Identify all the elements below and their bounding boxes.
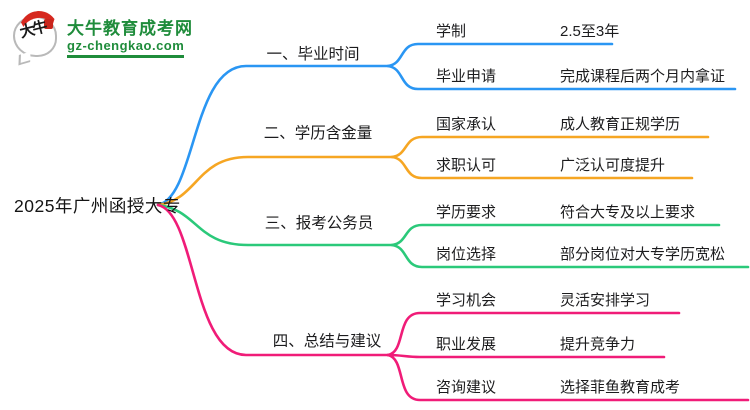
row-value: 2.5至3年 (560, 23, 620, 40)
row-label: 求职认可 (436, 157, 497, 174)
node-row-job-recognition: 求职认可 广泛认可度提升 (402, 154, 665, 175)
row-label: 岗位选择 (436, 246, 497, 263)
brand-text-block: 大牛教育成考网 gz-chengkao.com (67, 19, 193, 58)
speech-bubble-tail (18, 51, 31, 66)
row-value: 选择菲鱼教育成考 (560, 379, 681, 396)
brand-title: 大牛教育成考网 (67, 19, 193, 38)
row-value: 部分岗位对大专学历宽松 (560, 246, 726, 263)
brand-domain: gz-chengkao.com (67, 38, 185, 58)
row-label: 国家承认 (436, 116, 497, 133)
row-label: 学制 (436, 23, 467, 40)
row-label: 职业发展 (436, 336, 497, 353)
row-label: 咨询建议 (436, 379, 497, 396)
branch-2-label: 二、学历含金量 (263, 125, 373, 142)
branch-1-label: 一、毕业时间 (266, 46, 360, 63)
row-value: 符合大专及以上要求 (560, 204, 696, 221)
node-row-career-development: 职业发展 提升竞争力 (402, 333, 635, 354)
root-topic: 2025年广州函授大专 (14, 196, 181, 216)
branch-3-row-1-line (390, 223, 721, 247)
branch-2-trunk-line (156, 155, 394, 207)
branch-1-row-1-line (386, 42, 614, 68)
branch-4-row-2-line (386, 353, 666, 359)
speech-bubble-shape (13, 16, 57, 57)
daniu-bubble-icon: 大牛 (12, 8, 61, 66)
node-row-learning-opportunity: 学习机会 灵活安排学习 (402, 289, 650, 310)
row-value: 成人教育正规学历 (560, 116, 681, 133)
row-label: 毕业申请 (436, 68, 497, 85)
brand-logo: 大牛 大牛教育成考网 gz-chengkao.com (12, 8, 193, 66)
branch-4-label: 四、总结与建议 (272, 333, 382, 350)
node-row-consult-advice: 咨询建议 选择菲鱼教育成考 (402, 376, 680, 397)
row-value: 提升竞争力 (560, 336, 636, 353)
row-value: 广泛认可度提升 (560, 157, 666, 174)
node-row-graduation-apply: 毕业申请 完成课程后两个月内拿证 (402, 65, 725, 86)
row-value: 完成课程后两个月内拿证 (560, 68, 726, 85)
node-row-study-length: 学制 2.5至3年 (402, 20, 619, 41)
row-value: 灵活安排学习 (560, 292, 651, 309)
node-row-position-choice: 岗位选择 部分岗位对大专学历宽松 (402, 243, 725, 264)
branch-3-label: 三、报考公务员 (264, 215, 374, 232)
row-label: 学历要求 (436, 204, 497, 221)
node-row-state-recognized: 国家承认 成人教育正规学历 (402, 113, 680, 134)
logo-red-seal (44, 19, 53, 29)
node-row-degree-requirement: 学历要求 符合大专及以上要求 (402, 201, 695, 222)
row-label: 学习机会 (436, 292, 497, 309)
